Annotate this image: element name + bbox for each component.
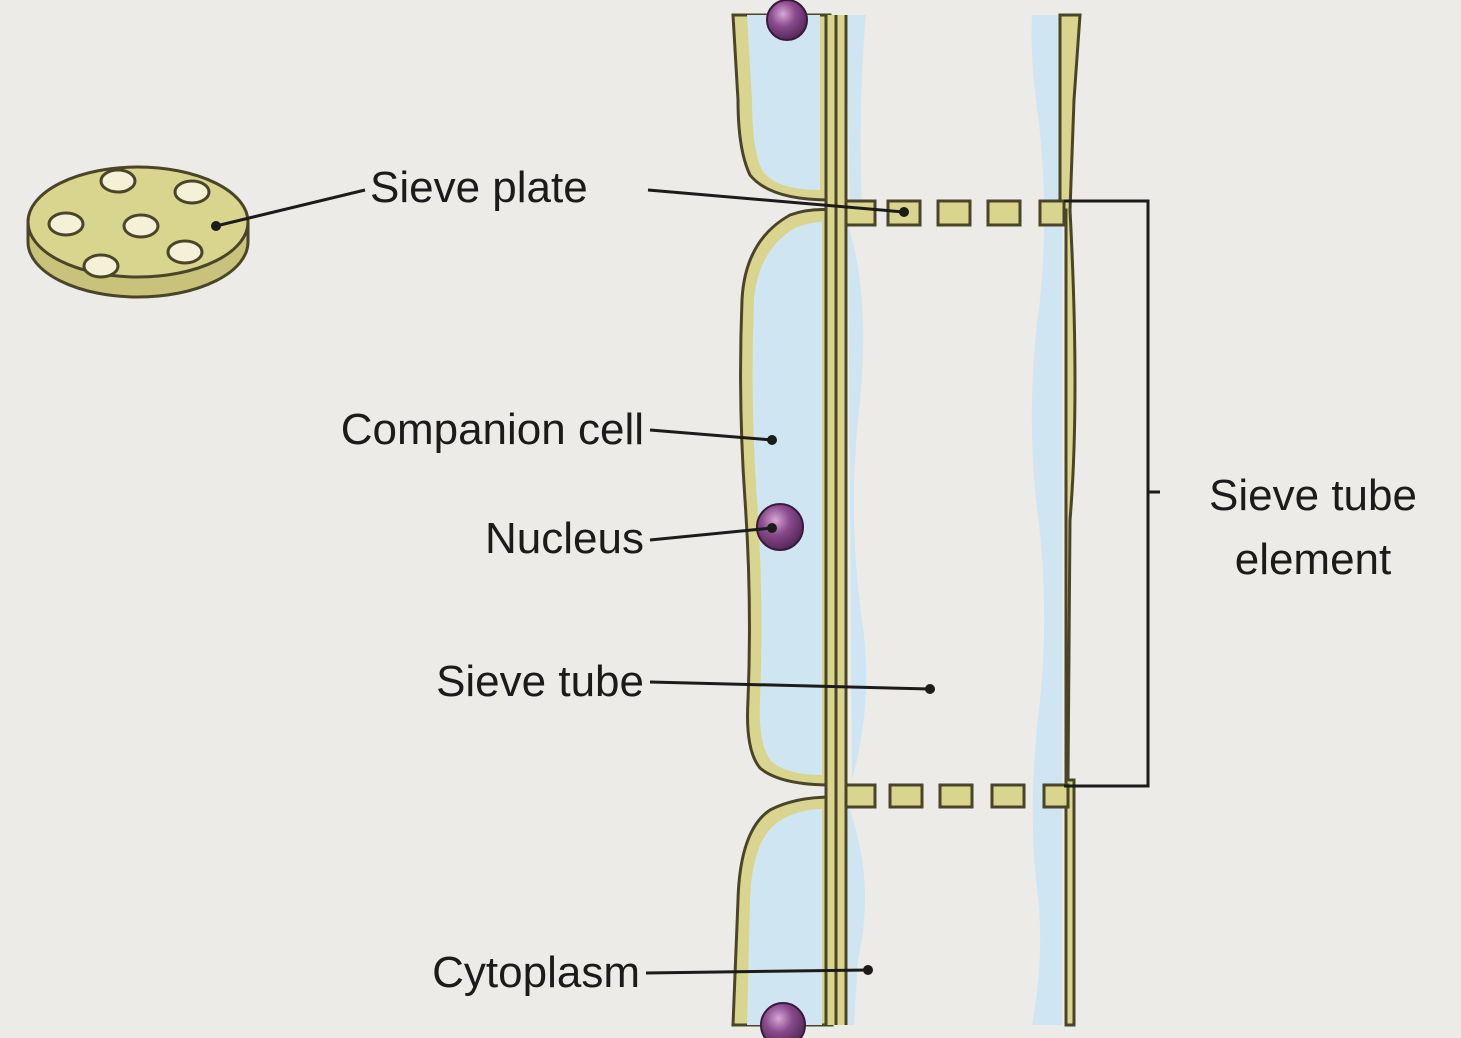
leader-lines	[215, 188, 931, 975]
label-sieve-tube-element-line1: Sieve tube	[1209, 471, 1417, 520]
companion-cell-top	[731, 13, 832, 202]
sieve-tube-cytoplasm	[846, 15, 867, 1025]
right-sieve-wall	[1031, 13, 1082, 1027]
leader-dots	[211, 207, 935, 975]
label-cytoplasm: Cytoplasm	[432, 948, 640, 997]
sieve-plate-bottom	[844, 783, 1070, 809]
central-cell-wall	[824, 15, 848, 1025]
sieve-pore	[47, 168, 211, 279]
companion-cell	[739, 208, 834, 787]
label-companion-cell: Companion cell	[340, 405, 644, 454]
label-nucleus: Nucleus	[485, 514, 644, 563]
label-sieve-tube: Sieve tube	[436, 657, 644, 706]
leader-line-sieve-tube	[649, 680, 931, 691]
label-sieve-tube-element-line2: element	[1234, 535, 1392, 584]
leader-line-sieve-plate	[647, 188, 905, 214]
leader-line-cytoplasm	[645, 968, 869, 975]
companion-cell-bottom	[731, 795, 834, 1027]
label-sieve-plate: Sieve plate	[370, 163, 588, 212]
nucleus	[756, 0, 808, 1038]
leader-line-nucleus	[649, 526, 773, 542]
leader-line-disc	[215, 188, 366, 228]
sieve-plate-disc	[26, 165, 250, 299]
sieve-tube-element-bracket	[1064, 199, 1160, 788]
sieve-plate-top	[844, 199, 1066, 227]
leader-line-companion-cell	[649, 428, 773, 442]
